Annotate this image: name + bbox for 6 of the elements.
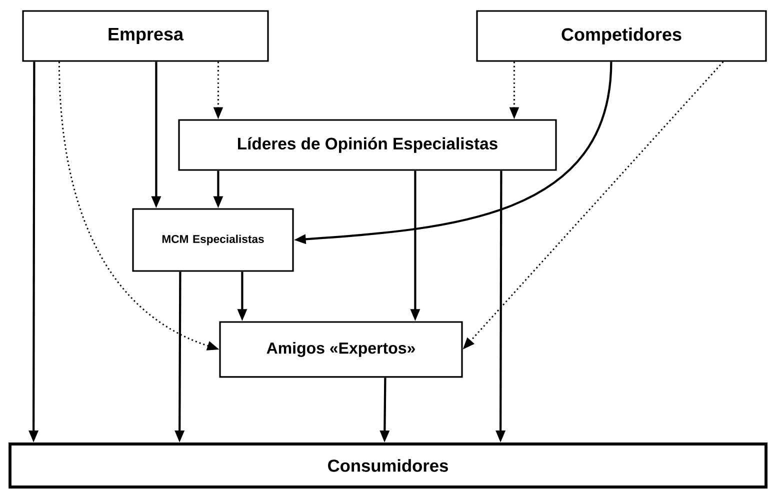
process-box: Empresa (22, 10, 269, 62)
process-box: Competidores (476, 10, 767, 62)
process-box: MCM Especialistas (132, 208, 294, 272)
process-box: Líderes de Opinión Especialistas (178, 119, 557, 171)
target-box: Consumidores (8, 442, 768, 488)
process-box: Amigos «Expertos» (219, 321, 463, 378)
